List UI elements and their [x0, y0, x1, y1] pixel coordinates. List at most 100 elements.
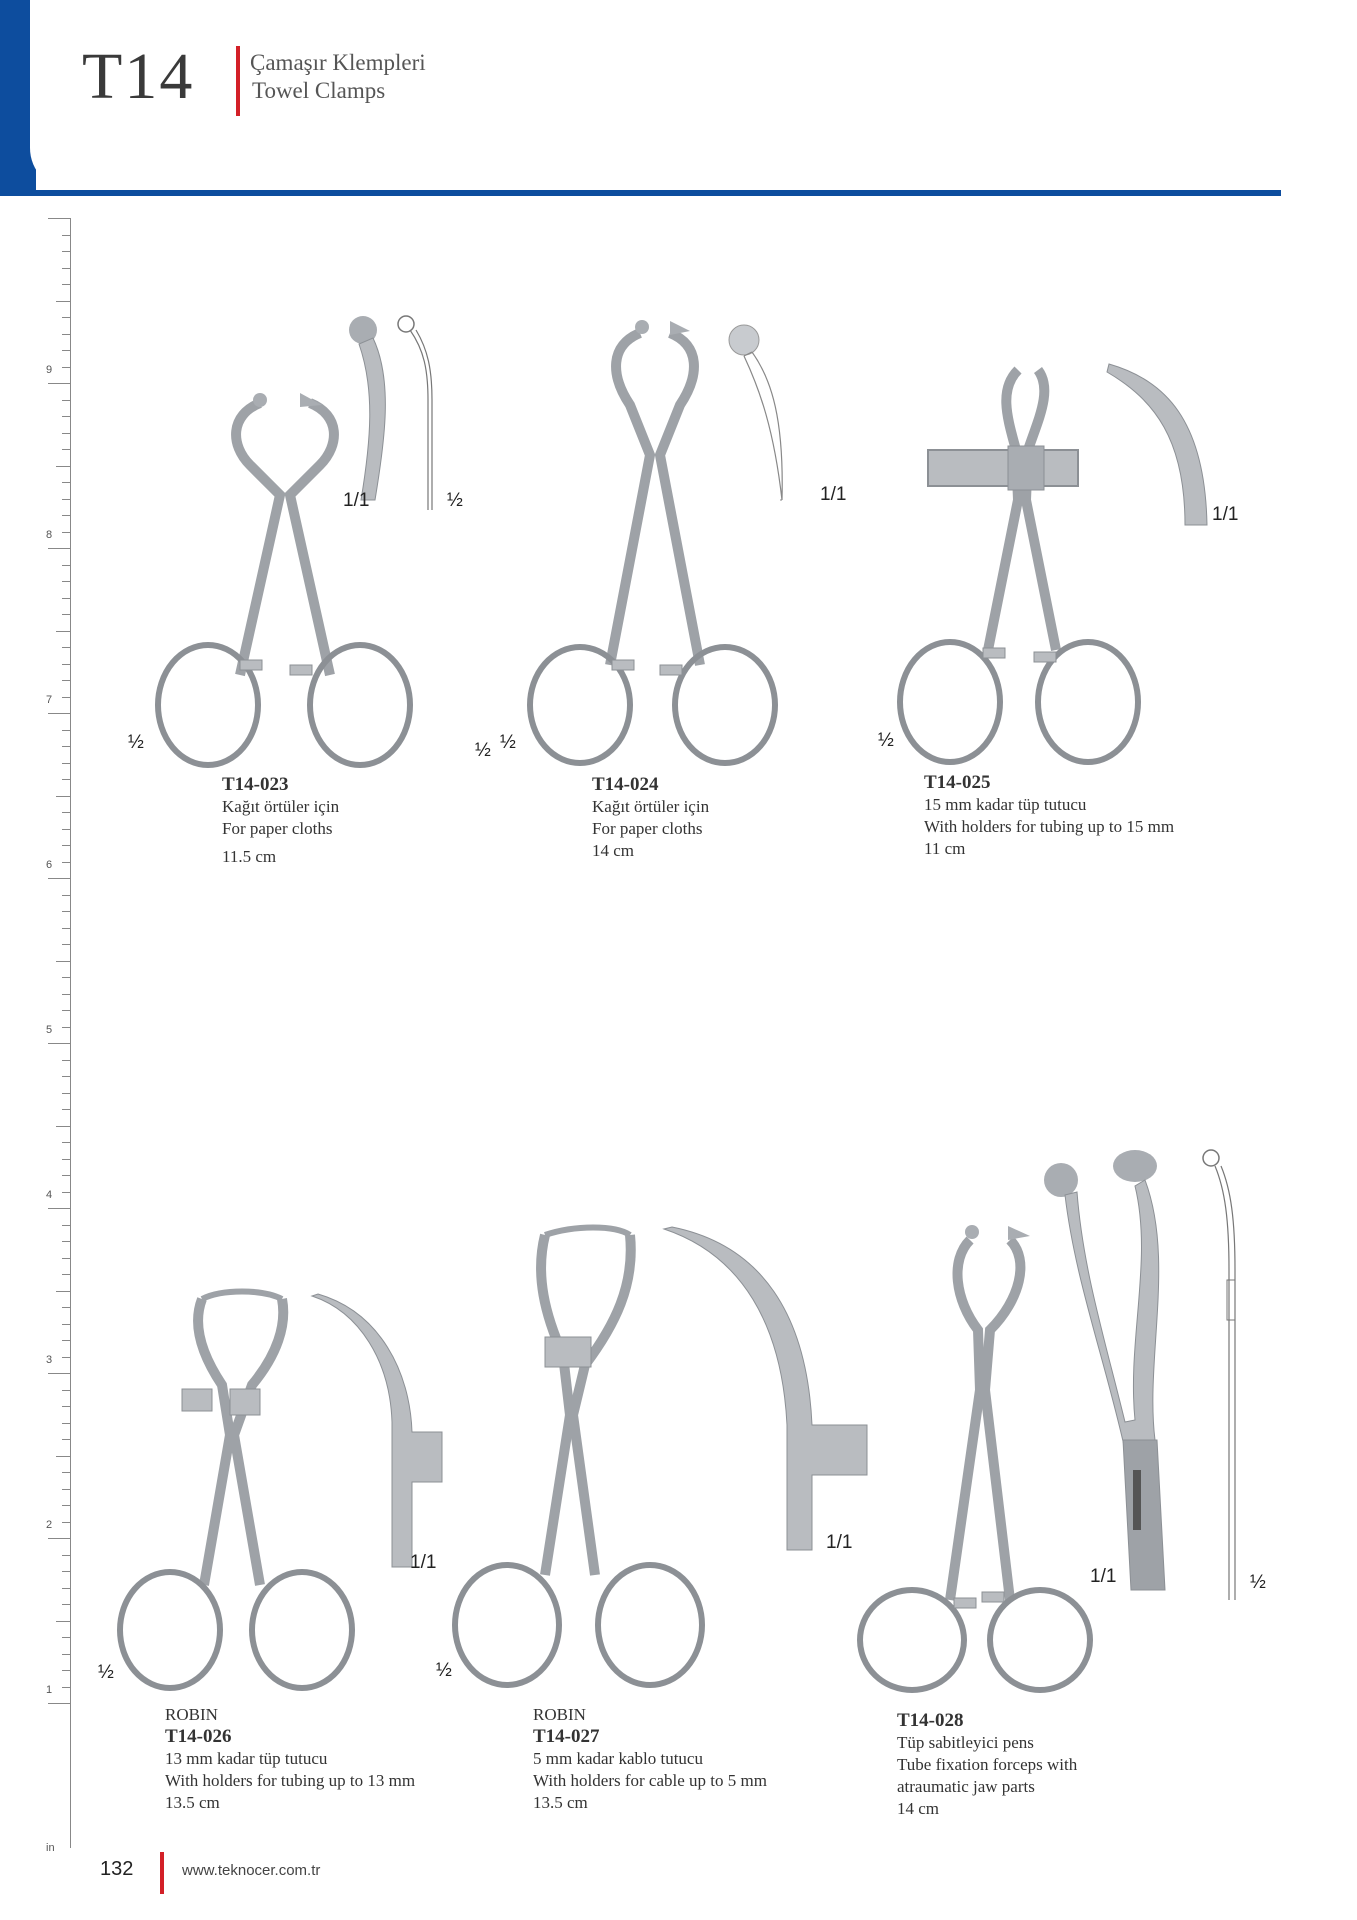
section-code: T14	[82, 40, 195, 113]
ruler-tick	[62, 1092, 70, 1094]
detail-t14-024-jaw	[728, 324, 783, 501]
product-t14-027: ROBIN T14-027 5 mm kadar kablo tutucu Wi…	[533, 1704, 767, 1814]
ruler-label-1: 1	[46, 1684, 53, 1696]
scale-t14-024-a: ½	[475, 740, 491, 761]
ruler-tick	[62, 944, 70, 945]
ruler-tick	[48, 1043, 70, 1044]
ruler-tick	[62, 1505, 70, 1506]
ruler-tick	[62, 647, 70, 648]
product-t14-028: T14-028 Tüp sabitleyici pens Tube fixati…	[897, 1710, 1077, 1820]
product-t14-026: ROBIN T14-026 13 mm kadar tüp tutucu Wit…	[165, 1704, 415, 1814]
ruler-tick	[62, 993, 70, 995]
ruler-tick	[62, 1521, 70, 1523]
ruler-tick	[62, 1472, 70, 1473]
ruler-tick	[62, 531, 70, 533]
ruler-tick	[48, 218, 70, 219]
detail-t14-023-jaw	[349, 316, 386, 501]
ruler-tick	[62, 1686, 70, 1688]
product-desc-tr: Kağıt örtüler için	[222, 797, 340, 816]
ruler-tick	[62, 432, 70, 434]
ruler-tick	[62, 927, 70, 929]
ruler-tick	[62, 1340, 70, 1341]
ruler-tick	[62, 696, 70, 698]
product-size: 13.5 cm	[165, 1793, 220, 1812]
header-divider	[236, 46, 240, 116]
scale-t14-024-detail: 1/1	[820, 484, 847, 505]
ruler-tick	[48, 548, 70, 549]
ruler-tick	[62, 1439, 70, 1440]
ruler-tick	[62, 267, 70, 269]
ruler-label-5: 5	[46, 1024, 53, 1036]
product-code: T14-028	[897, 1710, 964, 1731]
ruler-tick	[62, 828, 70, 830]
ruler-tick	[56, 630, 70, 632]
ruler-tick	[56, 1290, 70, 1292]
product-size: 14 cm	[592, 841, 635, 860]
ruler-tick	[48, 1538, 70, 1539]
scale-t14-028-outline: ½	[1250, 1572, 1266, 1593]
ruler-tick	[56, 1455, 70, 1457]
product-desc-en: With holders for cable up to 5 mm	[533, 1771, 767, 1790]
ruler-tick	[62, 1241, 70, 1242]
ruler-tick	[62, 861, 70, 863]
product-desc-en: With holders for tubing up to 15 mm	[924, 817, 1175, 836]
ruler-tick	[62, 1670, 70, 1671]
instrument-t14-025	[897, 366, 1141, 765]
ruler-tick	[62, 1356, 70, 1358]
scale-t14-028-detail: 1/1	[1090, 1566, 1117, 1587]
scale-t14-025: ½	[878, 730, 894, 751]
ruler-tick	[48, 878, 70, 879]
ruler-tick	[62, 449, 70, 450]
ruler-tick	[62, 1571, 70, 1572]
ruler-label-4: 4	[46, 1189, 53, 1201]
ruler-tick	[62, 1587, 70, 1589]
footer-divider	[160, 1852, 164, 1894]
ruler-tick	[62, 416, 70, 417]
product-desc-en: For paper cloths	[592, 819, 703, 838]
header-blue-line	[36, 190, 1281, 196]
ruler-tick	[62, 399, 70, 401]
section-title-en: Towel Clamps	[252, 78, 386, 103]
product-t14-023: T14-023 Kağıt örtüler için For paper clo…	[222, 774, 339, 868]
scale-t14-024-b: ½	[500, 732, 516, 753]
product-desc-en: With holders for tubing up to 13 mm	[165, 1771, 416, 1790]
ruler-tick	[62, 1323, 70, 1325]
ruler-tick	[62, 1554, 70, 1556]
ruler-tick	[62, 1175, 70, 1176]
detail-t14-025-jaw	[1106, 363, 1208, 526]
ruler-tick	[62, 350, 70, 351]
ruler-tick	[62, 812, 70, 813]
footer-website[interactable]: www.teknocer.com.tr	[182, 1862, 321, 1879]
product-size: 13.5 cm	[533, 1793, 588, 1812]
product-size: 11 cm	[924, 839, 966, 858]
product-size: 14 cm	[897, 1799, 940, 1818]
scale-t14-023: ½	[128, 732, 144, 753]
ruler-tick	[56, 1125, 70, 1127]
ruler-tick	[62, 779, 70, 780]
instrument-t14-027	[452, 1224, 705, 1688]
ruler-tick	[62, 845, 70, 846]
ruler-tick	[56, 1620, 70, 1622]
ruler-tick	[62, 1389, 70, 1391]
ruler-tick	[62, 251, 70, 252]
section-title-tr: Çamaşır Klempleri	[250, 50, 426, 75]
ruler-tick	[62, 1274, 70, 1275]
scale-t14-027-detail: 1/1	[826, 1532, 853, 1553]
instrument-t14-028	[857, 1225, 1093, 1693]
scale-t14-025-detail: 1/1	[1212, 504, 1239, 525]
ruler-label-8: 8	[46, 529, 53, 541]
instrument-t14-023	[155, 393, 413, 768]
ruler-tick	[62, 1109, 70, 1110]
ruler-tick	[62, 284, 70, 285]
product-code: T14-023	[222, 774, 289, 795]
product-desc-tr: 5 mm kadar kablo tutucu	[533, 1749, 703, 1768]
product-code: T14-025	[924, 772, 991, 793]
ruler-tick	[62, 1142, 70, 1143]
ruler-tick	[48, 1703, 70, 1704]
ruler-tick	[56, 795, 70, 797]
product-t14-025: T14-025 15 mm kadar tüp tutucu With hold…	[924, 772, 1174, 860]
ruler-tick	[62, 1422, 70, 1424]
ruler-tick	[62, 317, 70, 318]
product-desc-tr: Tüp sabitleyici pens	[897, 1733, 1034, 1752]
ruler-axis	[70, 218, 71, 1848]
